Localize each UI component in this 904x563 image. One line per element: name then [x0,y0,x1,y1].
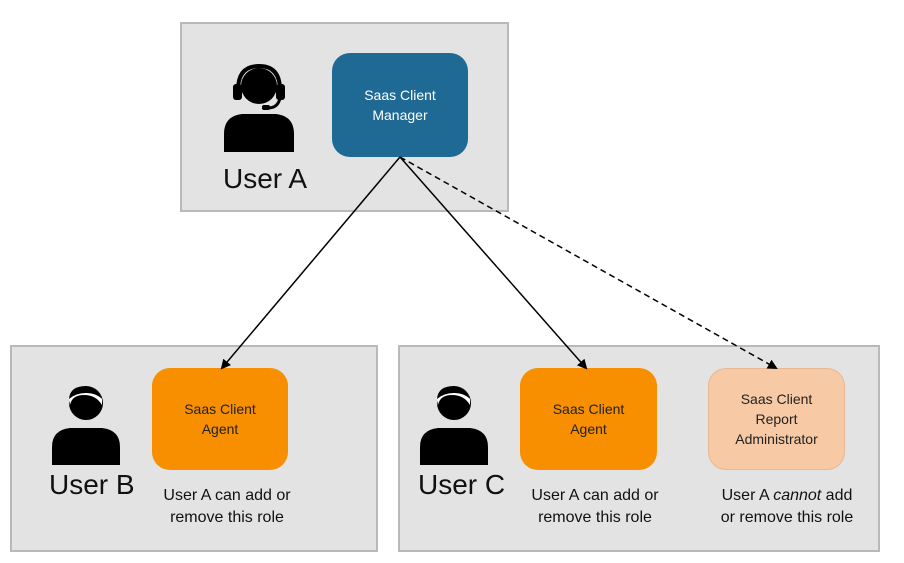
user-b-saas-client-agent-role[interactable]: Saas Client Agent [152,368,288,470]
person-icon [48,383,124,472]
note-line-1: User A cannot add [702,485,872,507]
note-line-1: User A can add or [163,487,291,504]
user-c-label: User C [418,469,506,500]
saas-client-manager-role[interactable]: Saas Client Manager [332,53,468,157]
user-b-label: User B [49,469,135,500]
note-line-2: or remove this role [720,509,854,526]
note-prefix: User A [721,487,774,504]
user-a-label: User A [223,163,308,194]
user-b-permission-note: User A can add or remove this role [152,485,302,529]
person-icon [416,383,492,472]
note-line-2: remove this role [170,509,284,526]
cannot-emphasis: cannot [773,487,822,504]
headset-person-icon [220,63,298,159]
note-line-1: User A can add or [531,487,659,504]
note-line-2: remove this role [538,509,652,526]
report-admin-permission-note: User A cannot add or remove this role [702,485,872,529]
user-c-agent-permission-note: User A can add or remove this role [520,485,670,529]
saas-client-report-administrator-role[interactable]: Saas Client Report Administrator [708,368,845,470]
note-suffix: add [821,487,853,504]
user-c-saas-client-agent-role[interactable]: Saas Client Agent [520,368,657,470]
